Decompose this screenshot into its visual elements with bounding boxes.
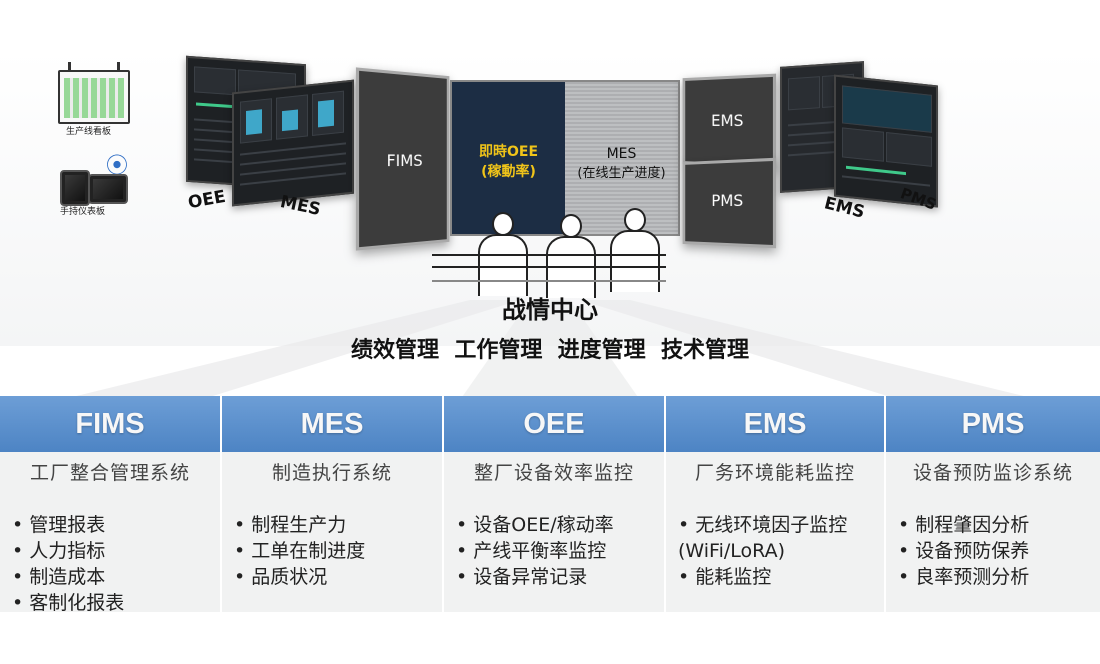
list-item: 设备异常记录 [456, 564, 614, 590]
hub-subtitle: 绩效管理 工作管理 进度管理 技术管理 [351, 338, 749, 363]
desk-edge-bottom [432, 266, 666, 268]
column-divider [884, 396, 886, 612]
column-description: 制造执行系统 [271, 462, 392, 484]
list-item: 良率预测分析 [898, 564, 1029, 590]
feature-list: 制程生产力 工单在制进度 品质状况 [234, 512, 365, 590]
wifi-icon: ⦿ [106, 154, 129, 179]
list-item: 制程肇因分析 [898, 512, 1029, 538]
list-item: 无线环境因子监控 [678, 512, 847, 538]
list-item: 人力指标 [12, 538, 124, 564]
handheld-label: 手持仪表板 [60, 207, 106, 217]
column-header: MES [222, 396, 442, 452]
floor-line [432, 280, 666, 282]
column-description: 厂务环境能耗监控 [694, 462, 855, 484]
column-divider [442, 396, 444, 612]
column-header: EMS [666, 396, 884, 452]
column-divider [664, 396, 666, 612]
column-description: 整厂设备效率监控 [473, 462, 634, 484]
list-item: 设备OEE/稼动率 [456, 512, 613, 538]
mes-dashboard-screen [232, 79, 354, 207]
system-column-fims: FIMS 工厂整合管理系统 管理报表 人力指标 制造成本 客制化报表 [0, 396, 220, 614]
board-label: 生产线看板 [66, 127, 112, 137]
ems-panel: EMS [682, 73, 777, 169]
column-divider [220, 396, 222, 612]
perspective-rays [60, 300, 1040, 400]
system-column-mes: MES 制造执行系统 制程生产力 工单在制进度 品质状况 [222, 396, 442, 612]
list-item: 品质状况 [234, 564, 365, 590]
system-column-pms: PMS 设备预防监诊系统 制程肇因分析 设备预防保养 良率预测分析 [886, 396, 1100, 612]
list-item: 工单在制进度 [234, 538, 365, 564]
column-description: 设备预防监诊系统 [912, 462, 1073, 484]
pms-dashboard-screen [834, 74, 938, 208]
list-item: (WiFi/LoRA) [678, 540, 786, 562]
list-item: 管理报表 [12, 512, 124, 538]
pms-panel: PMS [682, 157, 777, 249]
column-header: FIMS [0, 396, 220, 452]
column-header: PMS [886, 396, 1100, 452]
column-header: OEE [444, 396, 664, 452]
list-item: 能耗监控 [678, 564, 847, 590]
system-column-oee: OEE 整厂设备效率监控 设备OEE/稼动率 产线平衡率监控 设备异常记录 [444, 396, 664, 612]
fims-panel: FIMS [355, 67, 450, 251]
handheld-tablet [88, 174, 128, 204]
handheld-phone [60, 170, 90, 206]
center-dashboard-screen: 即時OEE (稼動率) MES (在线生产进度) [450, 80, 680, 236]
list-item: 制造成本 [12, 564, 124, 590]
list-item: 设备预防保养 [898, 538, 1029, 564]
feature-list: 无线环境因子监控 (WiFi/LoRA) 能耗监控 [678, 512, 847, 590]
feature-list: 设备OEE/稼动率 产线平衡率监控 设备异常记录 [456, 512, 614, 590]
list-item: 制程生产力 [234, 512, 365, 538]
list-item: 产线平衡率监控 [456, 538, 614, 564]
production-line-board [58, 62, 130, 124]
realtime-oee-label: 即時OEE (稼動率) [478, 144, 539, 180]
desk-edge-top [432, 254, 666, 256]
column-description: 工厂整合管理系统 [29, 462, 190, 484]
feature-list: 管理报表 人力指标 制造成本 客制化报表 [12, 512, 124, 616]
feature-list: 制程肇因分析 设备预防保养 良率预测分析 [898, 512, 1029, 590]
system-column-ems: EMS 厂务环境能耗监控 无线环境因子监控 (WiFi/LoRA) 能耗监控 [666, 396, 884, 612]
list-item: 客制化报表 [12, 590, 124, 616]
hub-title: 战情中心 [502, 296, 598, 324]
mes-progress-label: MES (在线生产进度) [577, 146, 666, 181]
